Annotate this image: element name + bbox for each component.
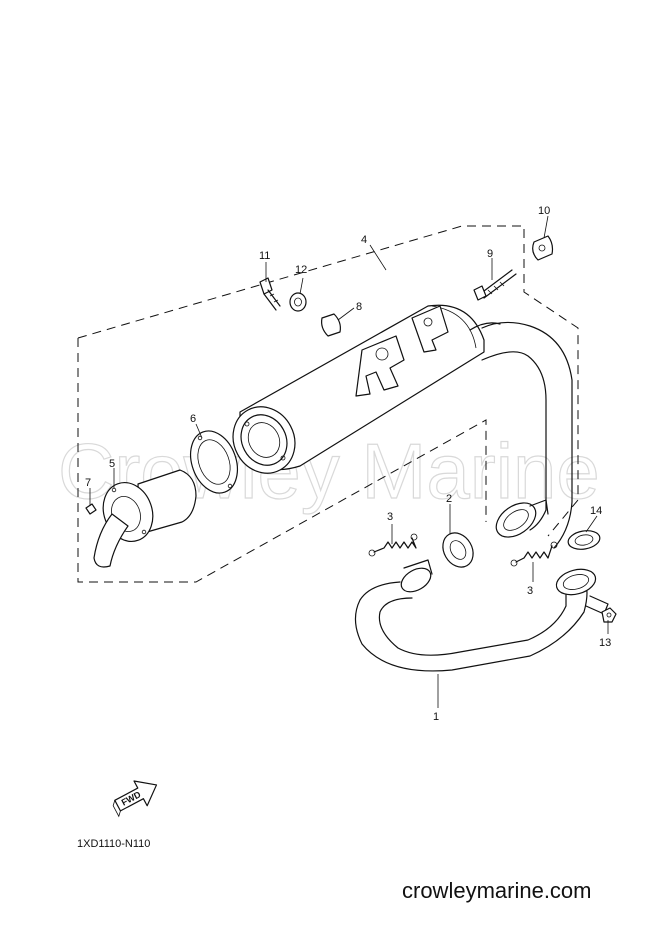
website-label: crowleymarine.com bbox=[402, 878, 592, 903]
callout-11: 11 bbox=[259, 250, 270, 262]
gasket-6[interactable] bbox=[182, 424, 245, 499]
callout-1: 1 bbox=[433, 711, 439, 723]
nut-13[interactable] bbox=[601, 607, 617, 623]
callout-2: 2 bbox=[446, 493, 452, 505]
collar-10[interactable] bbox=[532, 235, 554, 261]
gasket-ring-2[interactable] bbox=[437, 527, 479, 572]
diagram-code: 1XD1110-N110 bbox=[77, 838, 151, 850]
tail-pipe-5[interactable] bbox=[93, 469, 197, 568]
damper-8[interactable] bbox=[321, 313, 341, 337]
callout-12: 12 bbox=[295, 264, 307, 276]
callout-13: 13 bbox=[599, 637, 611, 649]
bolt-11[interactable] bbox=[259, 277, 281, 311]
callout-5: 5 bbox=[109, 458, 115, 470]
exhaust-pipe[interactable] bbox=[354, 321, 609, 672]
gasket-14[interactable] bbox=[567, 528, 602, 551]
callout-8: 8 bbox=[356, 301, 362, 313]
callout-3-left: 3 bbox=[387, 511, 393, 523]
bolt-9[interactable] bbox=[473, 269, 517, 301]
callout-9: 9 bbox=[487, 248, 493, 260]
spring-3-left[interactable] bbox=[368, 533, 418, 557]
callout-3-right: 3 bbox=[527, 585, 533, 597]
callout-4: 4 bbox=[361, 234, 367, 246]
leader-lines bbox=[89, 215, 609, 708]
callout-6: 6 bbox=[190, 413, 196, 425]
spring-3-right[interactable] bbox=[510, 541, 558, 567]
muffler-body[interactable] bbox=[222, 304, 501, 484]
callout-10: 10 bbox=[538, 205, 550, 217]
washer-12[interactable] bbox=[289, 292, 307, 312]
callout-7: 7 bbox=[85, 477, 91, 489]
assembly-outline-4 bbox=[77, 225, 579, 583]
callout-14: 14 bbox=[590, 505, 602, 517]
fwd-arrow-icon: FWD bbox=[112, 780, 158, 818]
